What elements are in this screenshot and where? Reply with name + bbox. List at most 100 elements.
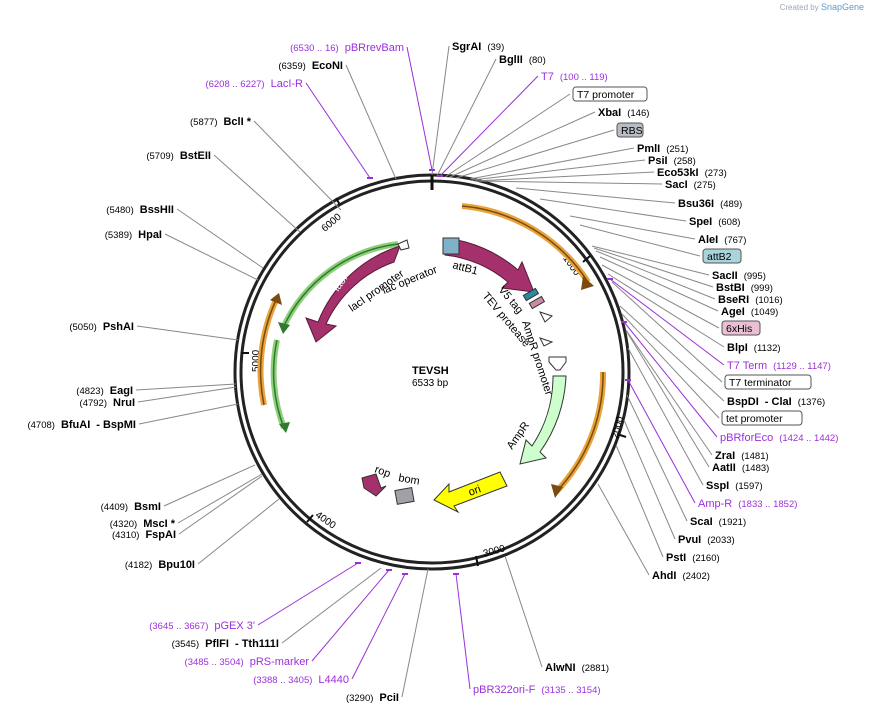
leader-alwni <box>504 555 543 668</box>
label-pos-sacii: (995) <box>744 271 766 282</box>
leader-t7terminator <box>611 281 723 383</box>
leader-fspai <box>178 475 263 535</box>
label-pos-sgrai: (39) <box>487 42 504 53</box>
label-tetpromoter: tet promoter <box>726 413 783 425</box>
leader-t7 <box>439 75 539 177</box>
label-rbs: RBS <box>621 125 643 137</box>
label-pmli: PmlI(251) <box>637 143 688 155</box>
label-name-ahdi: AhdI <box>652 570 676 582</box>
label-saci: SacI(275) <box>665 179 716 191</box>
ori-label: ori <box>467 483 483 498</box>
leader-bglii <box>436 58 497 177</box>
label-pos-econi: (6359) <box>278 61 305 72</box>
leader-ahdi <box>597 483 650 576</box>
label-pos-spei: (608) <box>718 217 740 228</box>
label-hpai: (5389)HpaI <box>105 229 162 241</box>
plasmid-name: TEVSH <box>412 365 449 377</box>
green-arrowhead-lower <box>279 422 290 433</box>
label-name-prsmarker: pRS-marker <box>250 656 310 668</box>
label-spei: SpeI(608) <box>689 216 740 228</box>
label-pos-eagi: (4823) <box>76 386 103 397</box>
label-pos-l4440: (3388 .. 3405) <box>253 675 312 686</box>
label-pos-bspdi: (1376) <box>798 397 825 408</box>
leader-pmli <box>469 147 635 180</box>
label-pvui: PvuI(2033) <box>678 534 735 546</box>
label-name-bsu36i: Bsu36I <box>678 198 714 210</box>
leader-pflfi <box>281 567 382 644</box>
label-psti: PstI(2160) <box>666 552 720 564</box>
label-name-bpu10i: Bpu10I <box>158 559 195 571</box>
label-agei: AgeI(1049) <box>721 306 778 318</box>
leader-bsu36i <box>515 187 676 204</box>
leader-pbrforeco <box>623 321 718 438</box>
label-pos-scai: (1921) <box>719 517 746 528</box>
leader-his6 <box>601 264 720 329</box>
laci-feature <box>305 245 401 343</box>
label-prsmarker: (3485 .. 3504)pRS-marker <box>185 656 310 668</box>
leader-saci <box>476 180 663 185</box>
label-pos-msci: (4320) <box>110 519 137 530</box>
label-econi: (6359) EcoNI <box>278 60 343 72</box>
orange-arrowhead-top <box>581 276 594 290</box>
label-sacii: SacII(995) <box>712 270 766 282</box>
label-his6: 6xHis <box>726 323 752 335</box>
label-name-alwni: AlwNI <box>545 662 576 674</box>
label-name-eco53ki: Eco53kI <box>657 167 699 179</box>
label-l4440: (3388 .. 3405)L4440 <box>253 674 349 686</box>
label-name-blpi: BlpI <box>727 342 748 354</box>
label-pos-nrui: (4792) <box>80 398 107 409</box>
label-name-ampr_primer: Amp-R <box>698 498 732 510</box>
label-pos-ampr_primer: (1833 .. 1852) <box>738 499 797 510</box>
label-pos-laci_r: (6208 .. 6227) <box>205 79 264 90</box>
label-pcii: (3290)PciI <box>346 692 399 704</box>
leader-bstbi <box>593 247 714 288</box>
leader-bseri <box>595 250 716 300</box>
label-name-bstbi: BstBI <box>716 282 745 294</box>
bom-label: bom <box>397 472 420 488</box>
small-white-arrow-1 <box>539 311 553 323</box>
label-name-econi: EcoNI <box>312 60 343 72</box>
label-eco53ki: Eco53kI(273) <box>657 167 727 179</box>
orange-arc-left-inner <box>259 299 277 406</box>
leader-bcli <box>253 120 342 211</box>
label-pos-bglii: (80) <box>529 55 546 66</box>
leader-l4440 <box>351 573 406 680</box>
label-name-pcii: PciI <box>379 692 399 704</box>
label-name-bseri: BseRI <box>718 294 749 306</box>
label-pflfi: (3545)PflFI- Tth111I <box>172 638 279 650</box>
orange-arrowhead-left <box>270 293 282 305</box>
leader-bfuai <box>138 403 239 425</box>
label-pos-bsteii: (5709) <box>146 151 173 162</box>
leader-sgrai <box>431 45 450 176</box>
label-pos-pmli: (251) <box>666 144 688 155</box>
label-name-bglii: BglII <box>499 54 523 66</box>
label-pos-bsshii: (5480) <box>106 205 133 216</box>
leader-bsshii <box>176 208 264 269</box>
label-name-t7term: T7 Term <box>727 360 767 372</box>
label-box-his6 <box>721 320 761 336</box>
label-box-t7terminator <box>724 374 812 390</box>
label-pos-bpu10i: (4182) <box>125 560 152 571</box>
ori-feature <box>433 471 508 514</box>
label-pbrforeco: pBRforEco(1424 .. 1442) <box>720 432 838 444</box>
label-scai: ScaI(1921) <box>690 516 746 528</box>
label-bpu10i: (4182) Bpu10I <box>125 559 195 571</box>
label-t7terminator: T7 terminator <box>729 377 792 389</box>
label-pos-psti: (2160) <box>692 553 719 564</box>
label-name-bsmi: BsmI <box>134 501 161 513</box>
label-box-rbs <box>616 122 644 138</box>
tev-site-feature <box>528 295 546 310</box>
label-pos-psii: (258) <box>674 156 696 167</box>
label-name-saci: SacI <box>665 179 688 191</box>
label-name-his6: 6xHis <box>726 323 752 335</box>
label-fspai: (4310)FspAI <box>112 529 176 541</box>
label-name-nrui: NruI <box>113 397 135 409</box>
label-xbai: XbaI(146) <box>598 107 649 119</box>
label-pbrrevbam: (6530 .. 16)pBRrevBam <box>290 42 404 54</box>
label-name-rbs: RBS <box>621 125 643 137</box>
label-name-t7: T7 <box>541 71 554 83</box>
leader-ampr_primer <box>627 379 696 504</box>
label-name-bspdi: - ClaI <box>765 396 792 408</box>
label-pshai: (5050)PshAI <box>69 321 134 333</box>
